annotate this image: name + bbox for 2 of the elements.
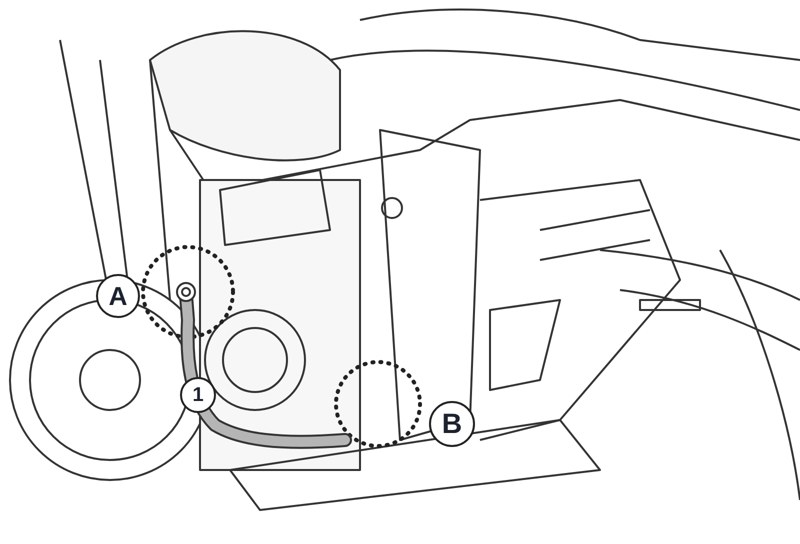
callout-letter: B [429, 401, 475, 447]
callout-letter: A [96, 274, 140, 318]
